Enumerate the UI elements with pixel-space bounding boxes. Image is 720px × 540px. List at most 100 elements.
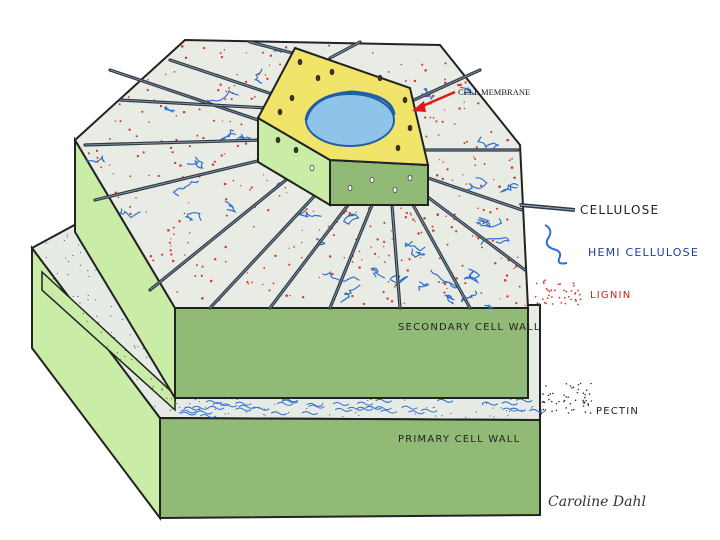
pectin-dot — [77, 296, 79, 298]
hemicellulose-strand — [119, 208, 141, 219]
lignin-dot — [358, 250, 361, 253]
lignin-dot — [435, 174, 439, 177]
lignin-dot — [358, 266, 361, 269]
lignin-dot — [251, 97, 254, 100]
lignin-dot — [331, 272, 334, 276]
pectin-dot — [72, 295, 74, 297]
pectin-dot — [500, 407, 502, 409]
lignin-dot — [345, 210, 348, 213]
pectin-dot — [441, 415, 443, 417]
pectin-dot — [205, 406, 207, 408]
lignin-dot — [511, 157, 513, 160]
hemicellulose-strand — [477, 136, 499, 149]
lignin-pointer-dot — [564, 302, 567, 305]
lignin-dot — [400, 63, 403, 66]
pectin-dot — [146, 356, 148, 358]
lignin-dot — [318, 229, 321, 231]
membrane-pore — [293, 146, 299, 154]
pectin-label: PECTIN — [596, 406, 639, 417]
lignin-dot — [475, 146, 478, 149]
lignin-dot — [224, 98, 227, 101]
lignin-dot — [391, 238, 393, 240]
lignin-dot — [209, 279, 213, 283]
membrane-pore — [407, 174, 413, 182]
lignin-dot — [506, 218, 509, 221]
pectin-strand — [502, 407, 519, 412]
lignin-dot — [423, 217, 426, 220]
lignin-pointer-dot — [574, 298, 577, 301]
lignin-dot — [221, 120, 224, 122]
pectin-dot — [489, 415, 491, 417]
pectin-dot — [124, 356, 126, 358]
lignin-dot — [404, 79, 407, 82]
lignin-dot — [262, 283, 264, 286]
lignin-dot — [370, 246, 372, 248]
lignin-dot — [406, 269, 410, 272]
pectin-dot — [96, 315, 98, 317]
lignin-dot — [412, 218, 415, 221]
lignin-dot — [420, 231, 423, 234]
lignin-dot — [493, 178, 495, 181]
cellulose-fiber-highlight — [329, 41, 361, 59]
lignin-dot — [172, 226, 175, 229]
lignin-dot — [424, 69, 427, 72]
lignin-dot — [196, 264, 198, 267]
pectin-dot — [367, 399, 369, 401]
membrane-pore — [347, 184, 353, 192]
pectin-dot — [136, 378, 138, 381]
lignin-dot — [506, 295, 509, 298]
pectin-strand — [253, 406, 270, 411]
lignin-dot — [170, 245, 172, 247]
pectin-dot — [194, 399, 197, 401]
pectin-pointer-dot — [582, 401, 585, 403]
lignin-dot — [171, 259, 175, 263]
pectin-dot — [56, 272, 58, 275]
membrane-pore — [277, 108, 283, 116]
pectin-strand — [235, 407, 252, 412]
pectin-dot — [273, 403, 276, 405]
pectin-dot — [78, 244, 80, 246]
lignin-dot — [343, 257, 346, 259]
lignin-dot — [201, 297, 204, 300]
lignin-dot — [217, 89, 220, 92]
pectin-dot — [355, 412, 357, 414]
lignin-pointer-dot — [545, 302, 547, 305]
lignin-dot — [142, 151, 145, 154]
lignin-dot — [261, 51, 265, 54]
lignin-dot — [129, 205, 132, 208]
lignin-dot — [454, 123, 456, 125]
lignin-dot — [450, 226, 453, 229]
lignin-dot — [272, 282, 275, 285]
lignin-dot — [444, 282, 447, 286]
pectin-dot — [86, 320, 88, 322]
pectin-pointer-dot — [585, 389, 588, 392]
lignin-dot — [431, 225, 434, 228]
pectin-dot — [306, 408, 308, 410]
hemicellulose-label: HEMI CELLULOSE — [588, 246, 699, 259]
pectin-dot — [263, 413, 265, 416]
vacuole-rim — [304, 90, 396, 121]
lignin-pointer-dot — [577, 289, 579, 292]
pectin-strand — [356, 401, 374, 406]
lignin-pointer-dot — [544, 279, 546, 282]
lignin-dot — [286, 192, 288, 194]
lignin-pointer-dot — [548, 290, 551, 293]
pectin-pointer-dot — [540, 409, 542, 411]
lignin-pointer-dot — [535, 282, 538, 285]
pectin-strand — [375, 398, 392, 403]
lignin-dot — [244, 142, 248, 145]
pectin-pointer-dot — [551, 400, 553, 403]
lignin-dot — [96, 160, 99, 163]
lignin-dot — [266, 179, 268, 182]
hemicellulose-strand — [463, 177, 488, 193]
pectin-dot — [532, 405, 534, 407]
lignin-dot — [152, 259, 155, 262]
lignin-dot — [220, 154, 223, 157]
hemicellulose-strand — [484, 304, 494, 309]
pectin-dot — [72, 254, 74, 257]
lignin-dot — [387, 254, 390, 257]
membrane-pore — [392, 186, 398, 194]
lignin-dot — [288, 263, 291, 266]
pectin-strand — [515, 398, 533, 403]
lignin-dot — [220, 55, 224, 59]
